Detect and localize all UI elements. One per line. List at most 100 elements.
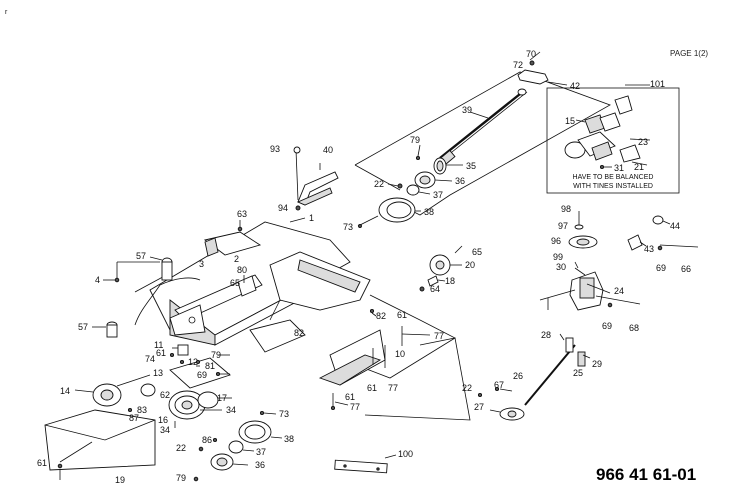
callout-26: 26	[513, 371, 523, 381]
callout-61-left: 61	[156, 348, 166, 358]
part-79-screw-top	[415, 144, 421, 161]
callout-39: 39	[462, 105, 472, 115]
part-100-bar	[334, 454, 397, 474]
callout-82-left: 82	[294, 328, 304, 338]
shaft-assembly-outline	[354, 71, 611, 216]
part-16-pulley-set	[123, 383, 232, 428]
callout-38-bottom: 38	[284, 434, 294, 444]
callout-100: 100	[398, 449, 413, 459]
callout-69-bottom-right: 69	[602, 321, 612, 331]
callout-94: 94	[278, 203, 288, 213]
callout-69-top-right: 69	[656, 263, 666, 273]
part-63-bolt	[237, 220, 243, 232]
callout-35: 35	[466, 161, 476, 171]
callout-68: 68	[629, 323, 639, 333]
callout-61-low: 61	[345, 392, 355, 402]
part-38-ring-top	[357, 197, 421, 228]
callout-4: 4	[95, 275, 100, 285]
callout-86: 86	[202, 435, 212, 445]
callout-38-top: 38	[424, 207, 434, 217]
callout-3: 3	[199, 259, 204, 269]
inset-rotor-box	[546, 84, 680, 194]
callout-36-bottom: 36	[255, 460, 265, 470]
callout-61-bottom: 61	[37, 458, 47, 468]
callout-37-top: 37	[433, 190, 443, 200]
callout-57-bottom: 57	[78, 322, 88, 332]
callout-36-top: 36	[455, 176, 465, 186]
inner-rail-assembly	[269, 251, 371, 321]
callout-28: 28	[541, 330, 551, 340]
callout-70: 70	[526, 49, 536, 59]
callout-77-low: 77	[350, 402, 360, 412]
callout-83: 83	[137, 405, 147, 415]
callout-69-left: 69	[197, 370, 207, 380]
callout-73-bottom: 73	[279, 409, 289, 419]
part-13-tensioner	[169, 344, 231, 389]
callout-87: 87	[129, 413, 139, 423]
inset-label-23: 23	[638, 137, 648, 147]
part-35-bearing	[433, 157, 463, 175]
callout-77-top: 77	[434, 331, 444, 341]
callout-65-right: 65	[472, 247, 482, 257]
callout-22-top: 22	[374, 179, 384, 189]
inset-label-15: 15	[565, 116, 575, 126]
callout-66: 66	[681, 264, 691, 274]
callout-96: 96	[551, 236, 561, 246]
part-14-pulley	[74, 374, 151, 407]
callout-1: 1	[309, 213, 314, 223]
callout-40: 40	[323, 145, 333, 155]
part-57-bushing-bottom	[92, 321, 118, 338]
callout-62: 62	[160, 390, 170, 400]
page-label: PAGE 1(2)	[670, 49, 708, 58]
inset-note-line1: HAVE TO BE BALANCED	[573, 174, 654, 181]
callout-77-mid: 77	[388, 383, 398, 393]
callout-24: 24	[614, 286, 624, 296]
callout-72: 72	[513, 60, 523, 70]
callout-99: 99	[553, 252, 563, 262]
inset-label-21: 21	[634, 162, 644, 172]
corner-mark: r	[5, 9, 8, 16]
callout-18: 18	[445, 276, 455, 286]
callout-79-top: 79	[410, 135, 420, 145]
inset-note-line2: WITH TINES INSTALLED	[573, 183, 653, 190]
callout-10: 10	[395, 349, 405, 359]
callout-19: 19	[115, 475, 125, 485]
callout-37-bottom: 37	[256, 447, 266, 457]
callout-98: 98	[561, 204, 571, 214]
inset-label-31: 31	[614, 163, 624, 173]
callout-2: 2	[234, 254, 239, 264]
part-24-gearbox	[539, 211, 699, 311]
callout-79-left: 79	[211, 350, 221, 360]
callout-81: 81	[205, 361, 215, 371]
callout-93: 93	[270, 144, 280, 154]
callout-74: 74	[145, 354, 155, 364]
callout-27: 27	[474, 402, 484, 412]
callout-73-top: 73	[343, 222, 353, 232]
callout-67: 67	[494, 380, 504, 390]
callout-42: 42	[570, 81, 580, 91]
callout-43: 43	[644, 244, 654, 254]
callout-44: 44	[670, 221, 680, 231]
callout-22-right: 22	[462, 383, 472, 393]
part-26-shaft	[364, 333, 591, 421]
part-19-cover	[44, 409, 156, 480]
callout-16: 16	[158, 415, 168, 425]
callout-14: 14	[60, 386, 70, 396]
part-10-plate	[318, 294, 456, 411]
callout-61-mid: 61	[367, 383, 377, 393]
callout-80: 80	[237, 265, 247, 275]
part-number: 966 41 61-01	[596, 465, 696, 484]
part-42-bracket	[517, 51, 568, 86]
part-39-shaft	[438, 88, 528, 167]
part-20-pulley	[419, 245, 463, 292]
callout-64: 64	[430, 284, 440, 294]
callout-34-left: 34	[160, 425, 170, 435]
part-57-bushing-top	[103, 256, 173, 283]
callout-57-top: 57	[136, 251, 146, 261]
callout-61-top: 61	[397, 310, 407, 320]
callout-97: 97	[558, 221, 568, 231]
callout-17: 17	[217, 393, 227, 403]
callout-20: 20	[465, 260, 475, 270]
part-80-bracket	[237, 275, 257, 297]
